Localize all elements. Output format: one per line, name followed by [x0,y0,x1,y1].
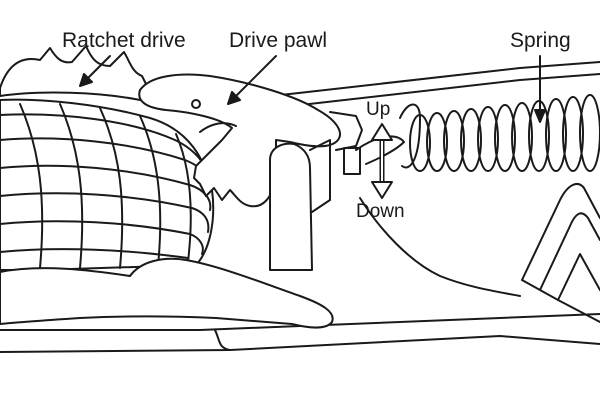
drive-pawl-arrowhead [227,91,241,105]
label-up: Up [366,99,391,120]
release-lever [0,257,334,329]
label-down: Down [356,201,405,222]
label-spring: Spring [510,29,571,52]
drive-pawl-leader [233,55,277,99]
spring [399,94,600,172]
ratchet-drive-arrowhead [79,73,93,87]
pawl-tab [343,147,361,175]
up-down-arrow [371,123,393,199]
pawl-post [269,142,313,271]
ratchet-wheel [0,98,215,271]
spring-arrowhead [534,109,546,123]
pawl-post-side [309,139,331,213]
cable-wire [359,197,521,297]
label-ratchet-drive: Ratchet drive [62,29,186,52]
frame-bar [271,61,600,109]
handle [521,183,600,323]
ratchet-drive-leader [85,55,111,81]
pawl-pivot-hole [191,99,201,109]
label-drive-pawl: Drive pawl [229,29,328,52]
ratchet-drive-plate [0,45,151,101]
drive-pawl [138,73,405,208]
